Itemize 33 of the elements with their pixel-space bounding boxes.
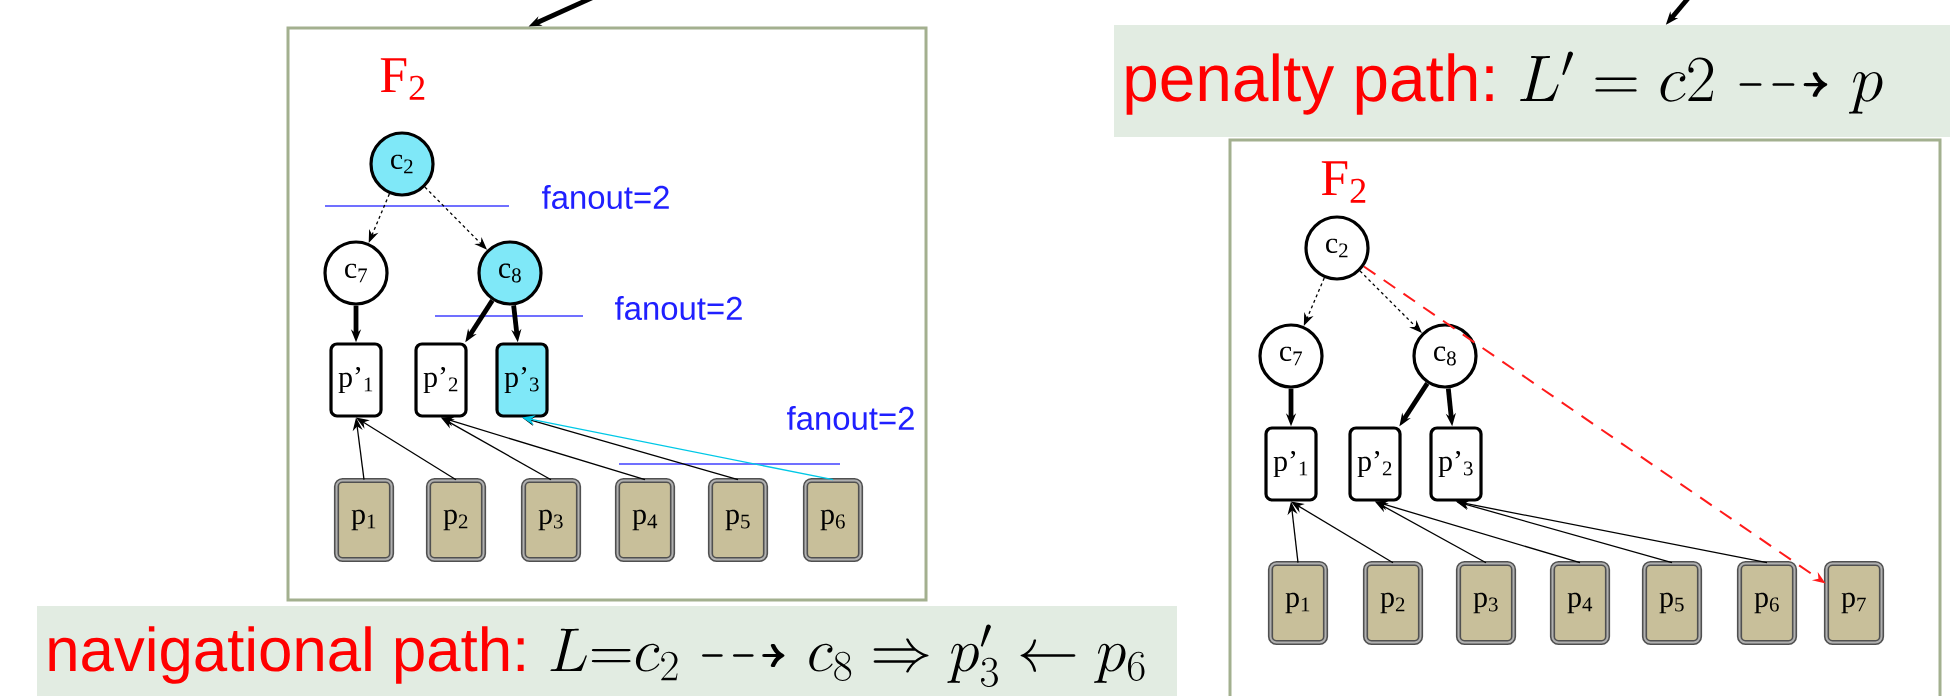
fanout-label: fanout=2 <box>615 295 742 321</box>
page-box: p$_{3}$ <box>520 477 582 563</box>
caption-band: penalty path: $L' = c2 \dashrightarrow p$ <box>1114 25 1950 137</box>
arrow <box>1291 501 1394 564</box>
fanout-label: fanout=2 <box>542 184 669 210</box>
rounded-box: p’$_{1}$ <box>329 342 383 418</box>
page-box: p$_{5}$ <box>707 477 769 563</box>
rounded-box: p’$_{2}$ <box>414 342 468 418</box>
fanout-label: fanout=2 <box>787 405 914 431</box>
page-box: p$_{6}$ <box>1736 560 1798 646</box>
page-box: p$_{4}$ <box>614 477 676 563</box>
page-box: p$_{7}$ <box>1823 560 1885 646</box>
page-box: p$_{2}$ <box>1362 560 1424 646</box>
rounded-box: p’$_{1}$ <box>1264 426 1318 502</box>
page-box: p$_{4}$ <box>1549 560 1611 646</box>
circle-node: c$_{8}$ <box>1412 323 1478 389</box>
page-box: p$_{3}$ <box>1455 560 1517 646</box>
page-box: p$_{6}$ <box>802 477 864 563</box>
circle-node: c$_{7}$ <box>1258 323 1324 389</box>
caption-band: navigational path: $L{=}c_2 \dashrightarrow c_8 \Rightarrow p'_3 \leftarrow p_6$ <box>37 606 1177 696</box>
page-box: p$_{5}$ <box>1641 560 1703 646</box>
page-box: p$_{2}$ <box>425 477 487 563</box>
page-box: p$_{1}$ <box>333 477 395 563</box>
page-box: p$_{1}$ <box>1267 560 1329 646</box>
rounded-box: p’$_{3}$ <box>1429 426 1483 502</box>
rounded-box: p’$_{2}$ <box>1348 426 1402 502</box>
circle-node: c$_{7}$ <box>323 240 389 306</box>
rounded-box: p’$_{3}$ <box>495 342 549 418</box>
circle-node: c$_{8}$ <box>477 240 543 306</box>
arrow <box>1359 270 1422 333</box>
circle-node: c$_{2}$ <box>369 131 435 197</box>
arrow <box>356 417 457 481</box>
circle-node: c$_{2}$ <box>1304 215 1370 281</box>
